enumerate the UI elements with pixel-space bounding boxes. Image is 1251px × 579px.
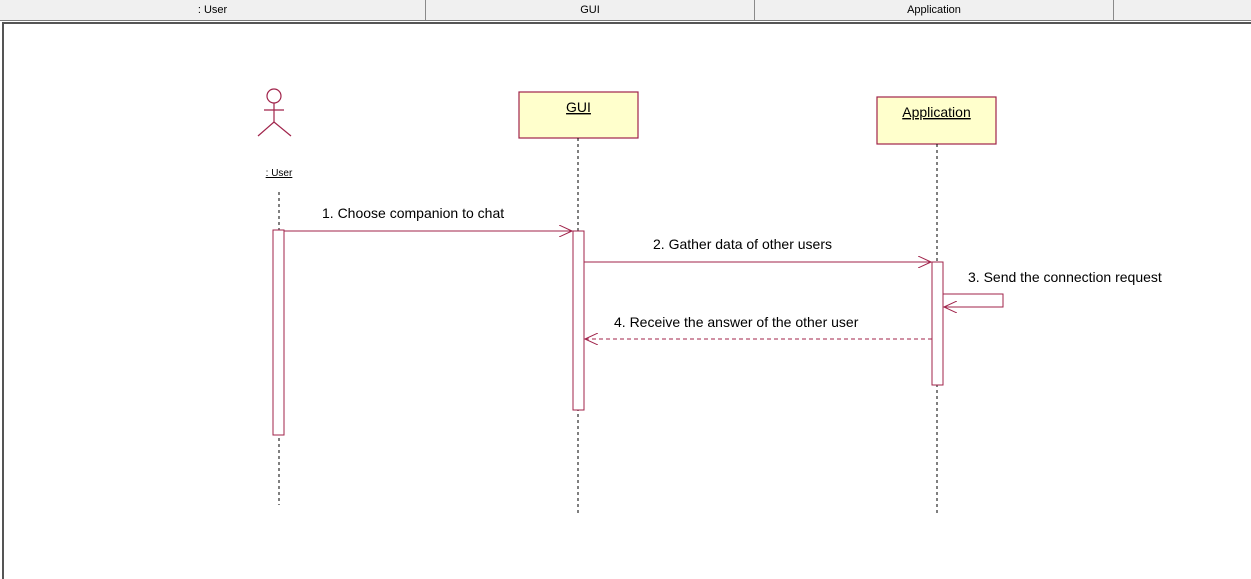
object-application[interactable]: Application — [876, 96, 997, 145]
message-4-label: 4. Receive the answer of the other user — [614, 314, 859, 330]
stick-figure-icon — [257, 88, 292, 137]
swimlane-header: : User GUI Application — [0, 0, 1251, 21]
activation-bar-application[interactable] — [931, 261, 944, 386]
header-column-gui[interactable]: GUI — [426, 0, 755, 20]
object-box-application — [876, 96, 997, 145]
message-3[interactable]: 3. Send the connection request — [943, 269, 1162, 307]
actor-name: : User — [266, 168, 293, 179]
message-1[interactable]: 1. Choose companion to chat — [284, 205, 572, 231]
activation-bar-user[interactable] — [272, 229, 285, 436]
actor-user[interactable]: : User — [257, 88, 293, 179]
object-box-gui — [518, 91, 639, 139]
message-4[interactable]: 4. Receive the answer of the other user — [585, 314, 932, 339]
header-column-user[interactable]: : User — [0, 0, 426, 20]
object-gui[interactable]: GUI — [518, 91, 639, 139]
message-2-label: 2. Gather data of other users — [653, 236, 832, 252]
activation-bar-gui[interactable] — [572, 230, 585, 411]
header-column-application[interactable]: Application — [755, 0, 1114, 20]
message-1-label: 1. Choose companion to chat — [322, 205, 504, 221]
object-name-application: Application — [902, 104, 971, 120]
message-3-arrow — [943, 293, 1004, 307]
message-2[interactable]: 2. Gather data of other users — [584, 236, 931, 262]
object-name-gui: GUI — [566, 99, 591, 115]
message-3-label: 3. Send the connection request — [968, 269, 1162, 285]
